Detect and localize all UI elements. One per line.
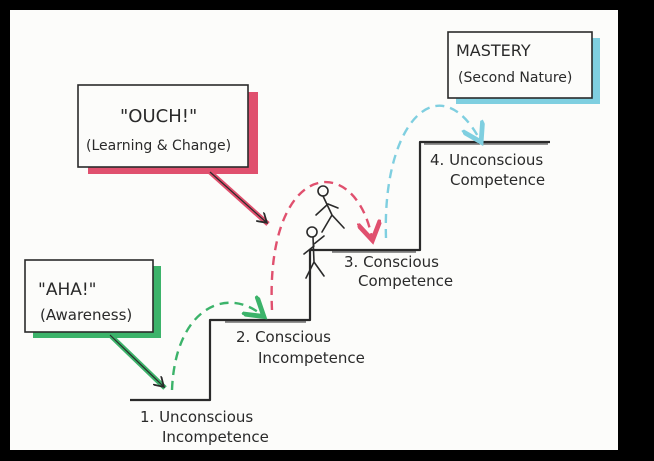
aha-title: "AHA!" [38,280,97,300]
ouch-title: "OUCH!" [120,106,197,127]
competence-staircase-diagram: 1. Unconscious Incompetence 2. Conscious… [24,31,600,446]
ouch-subtitle: (Learning & Change) [86,138,231,154]
leap-arrow-green [170,303,262,391]
mastery-box [447,31,593,99]
aha-box [24,259,154,333]
paper-canvas: 1. Unconscious Incompetence 2. Conscious… [10,10,618,450]
mastery-subtitle: (Second Nature) [458,70,572,86]
stage-1-line1: 1. Unconscious [140,408,253,426]
stage-3-line1: 3. Conscious [344,253,439,271]
climber-figures [303,185,345,279]
callout-mastery: MASTERY (Second Nature) [447,31,600,104]
staircase-outline [130,140,550,402]
stage-3-line2: Competence [358,272,453,290]
stage-4-line2: Competence [450,171,545,189]
stage-4-line1: 4. Unconscious [430,151,543,169]
mastery-title: MASTERY [456,41,531,60]
ouch-pointer-outline [209,171,266,222]
stage-2-line2: Incompetence [258,349,365,367]
callout-ouch: "OUCH!" (Learning & Change) [77,84,270,226]
aha-subtitle: (Awareness) [40,306,132,324]
leap-arrow-pink [270,180,372,311]
stage-2-line1: 2. Conscious [236,328,331,346]
leap-arrow-blue [384,104,480,239]
aha-pointer-outline [109,334,163,386]
ouch-box [77,84,249,168]
callout-aha: "AHA!" (Awareness) [24,259,167,390]
stage-1-line2: Incompetence [162,428,269,446]
